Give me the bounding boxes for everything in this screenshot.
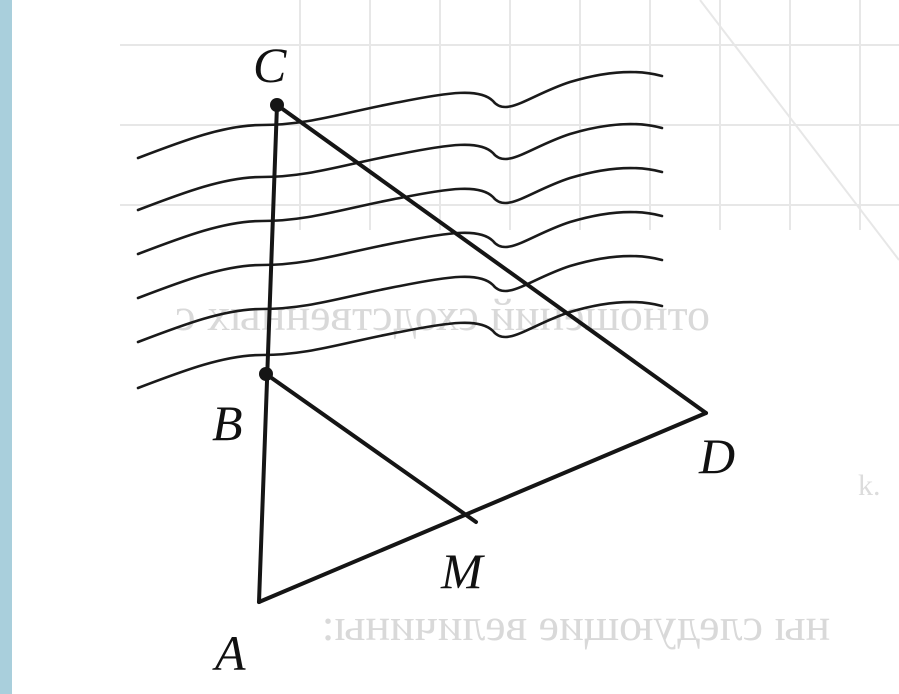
ghost-text-line-1: отношений сходственных с [175,289,710,340]
segment-AD [257,411,708,604]
label-B: B [212,395,243,451]
segment-CD [275,103,708,415]
wavy-line-1 [136,70,664,160]
label-C: C [253,37,287,93]
bleed-through-text: отношений сходственных с ны следующие ве… [175,289,880,650]
wavy-line-4 [136,210,664,300]
label-A: A [212,625,246,681]
point-C [270,98,284,112]
figure-frame: отношений сходственных с ны следующие ве… [12,0,899,694]
wavy-line-6 [136,300,664,390]
wavy-line-2 [136,122,664,212]
segment-CA [257,103,279,604]
wavy-line-3 [136,166,664,256]
label-D: D [698,428,735,484]
geometry-diagram: отношений сходственных с ны следующие ве… [120,0,899,681]
segments [257,103,708,604]
label-M: M [440,543,485,599]
background-grid [120,0,899,261]
wavy-line-5 [136,254,664,344]
ghost-text-fragment: k. [858,469,881,502]
ghost-text-line-2: ны следующие величины: [322,599,830,650]
grid-diagonal [699,0,899,261]
wavy-lines [136,70,664,390]
segment-BM [264,372,478,524]
point-B [259,367,273,381]
